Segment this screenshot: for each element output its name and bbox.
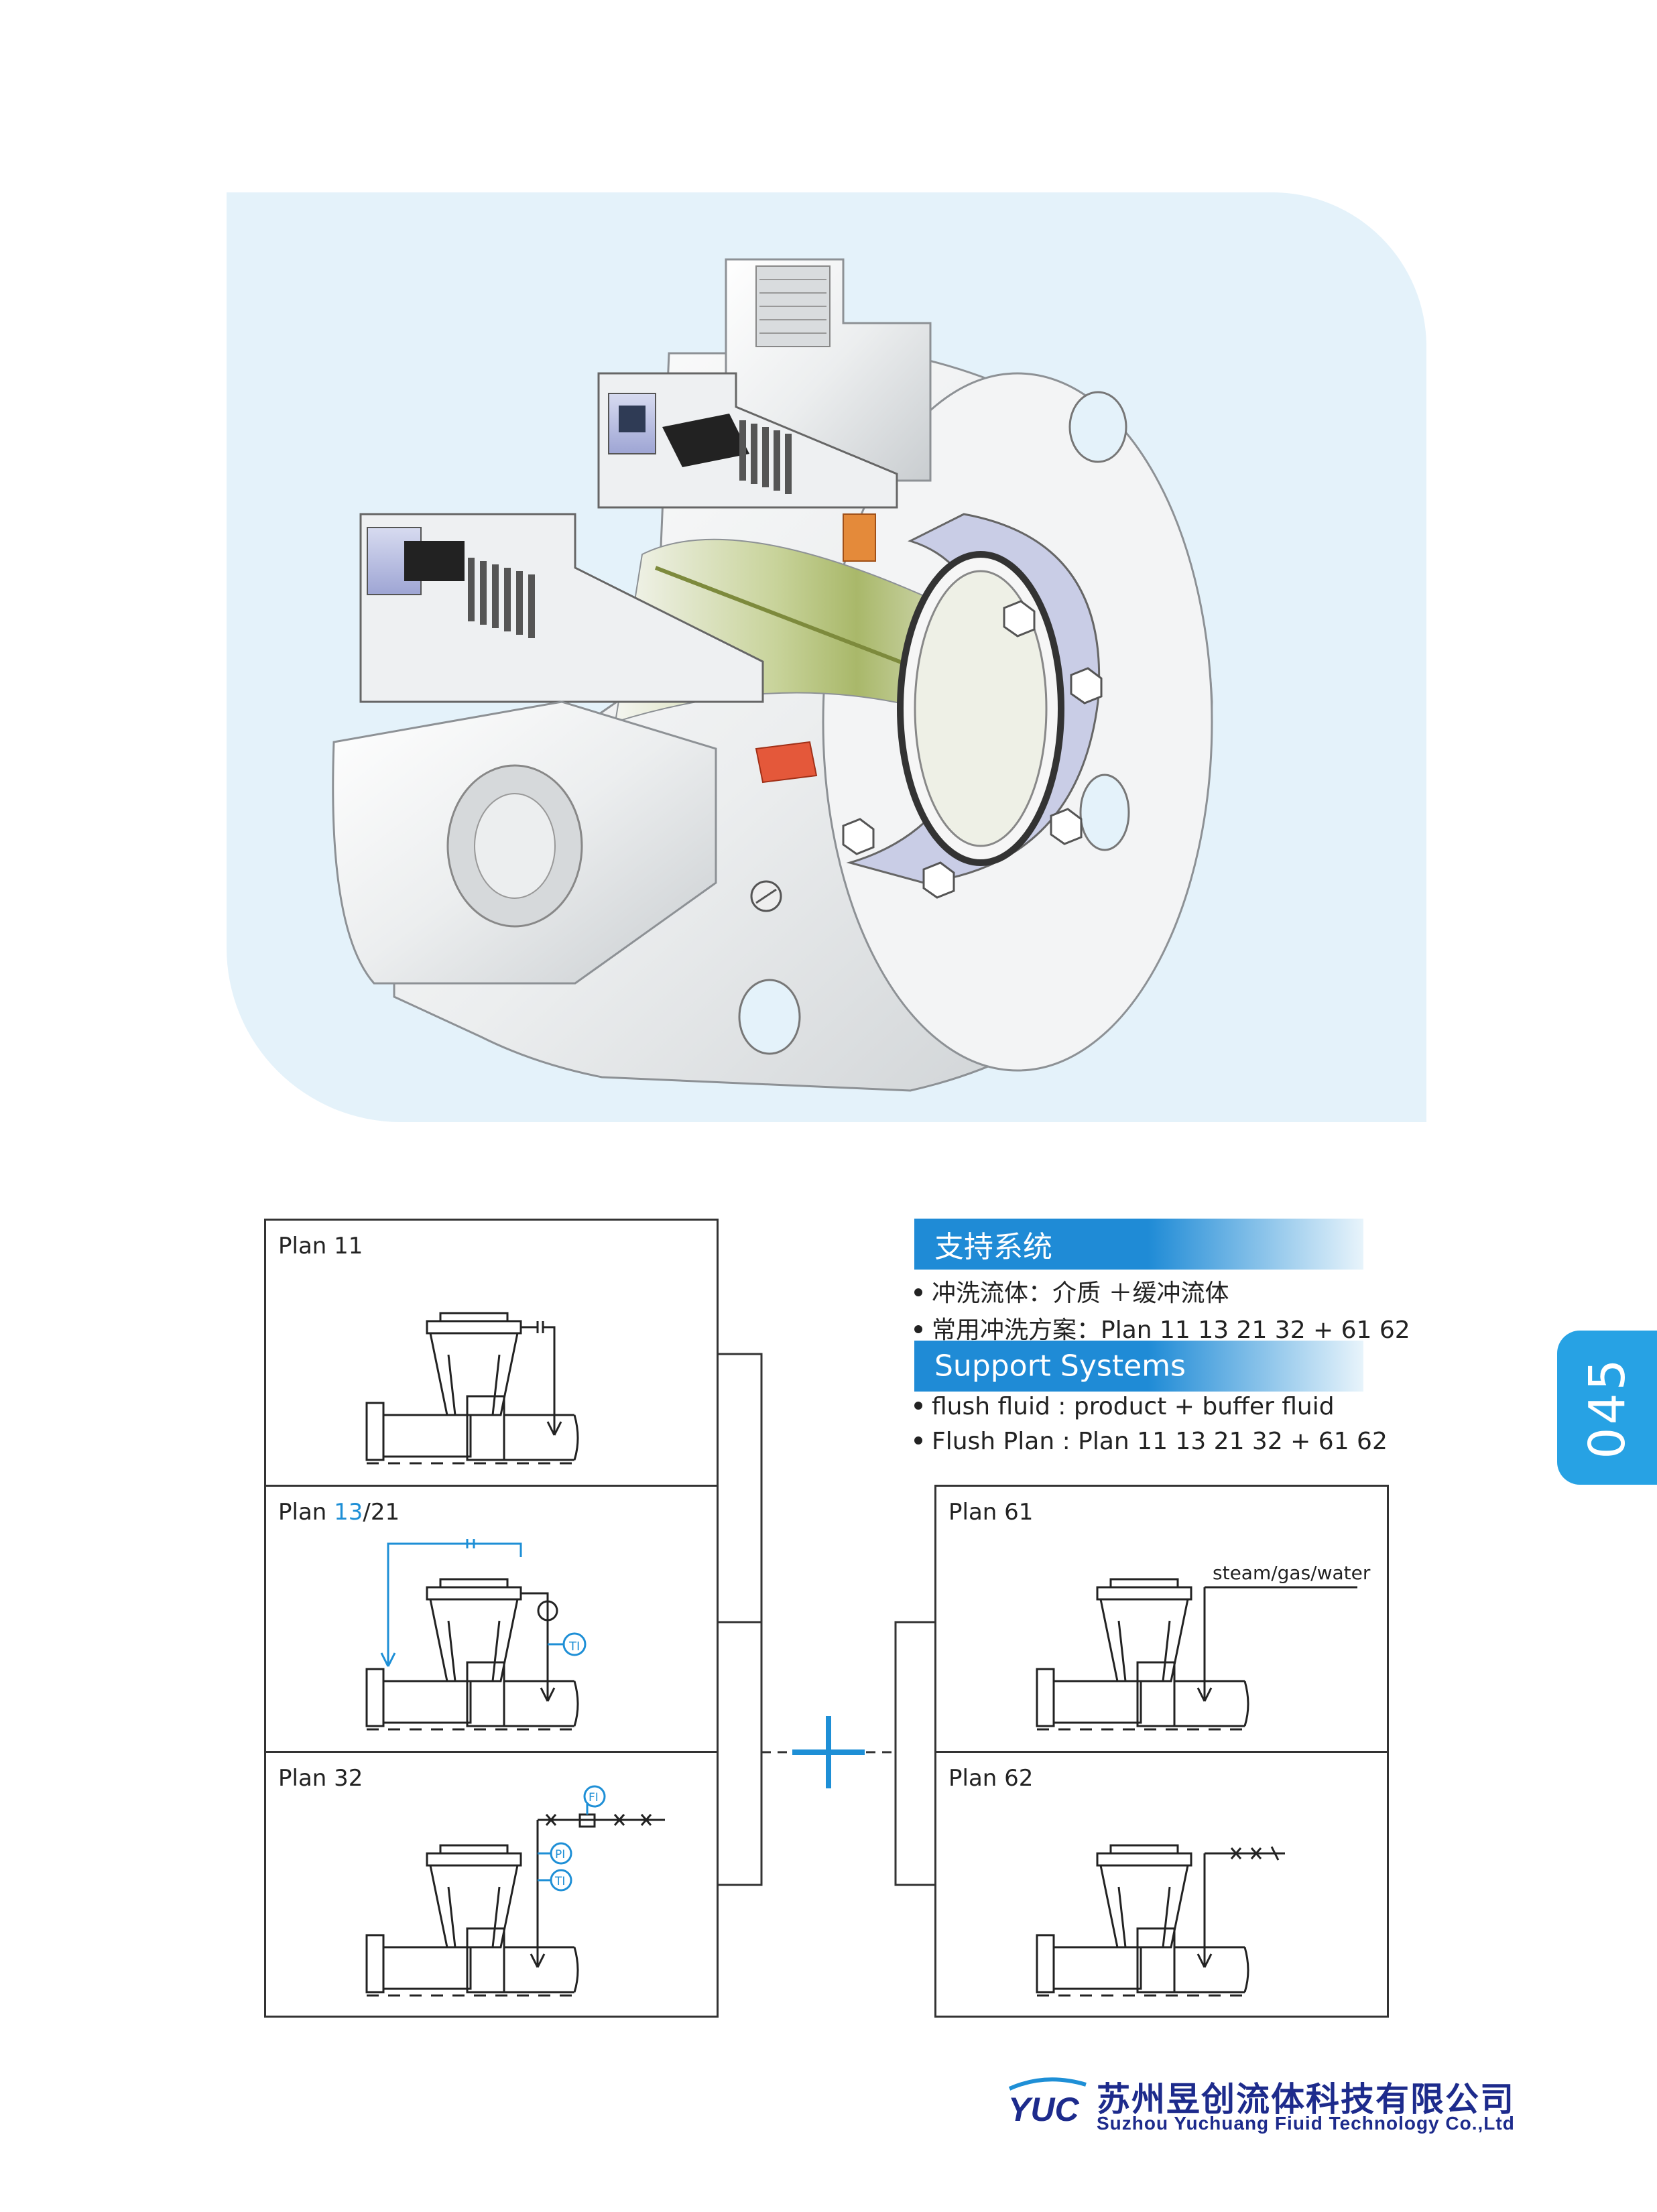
plus-icon bbox=[792, 1716, 865, 1788]
plan-11-diagram bbox=[365, 1312, 581, 1465]
hero-illustration-panel bbox=[227, 192, 1426, 1122]
plan-32-diagram: FI PI TI bbox=[365, 1785, 665, 1997]
plan-11-label: Plan 11 bbox=[278, 1233, 363, 1259]
company-name-cn: 苏州昱创流体科技有限公司 bbox=[1097, 2079, 1515, 2119]
svg-text:YUC: YUC bbox=[1008, 2091, 1079, 2128]
page-number-tab: 045 bbox=[1557, 1331, 1657, 1485]
plan-13-21-diagram: TI bbox=[365, 1539, 587, 1731]
support-heading-cn-band: 支持系统 bbox=[914, 1219, 1363, 1270]
support-bullet-cn-1: 冲洗流体：介质 ＋缓冲流体 bbox=[914, 1274, 1229, 1308]
plan-61-box: Plan 61 steam/gas/water bbox=[934, 1485, 1389, 1753]
support-heading-cn: 支持系统 bbox=[934, 1230, 1052, 1264]
seal-cutaway-illustration bbox=[332, 258, 1213, 1092]
support-bullet-en-1: flush fluid : product + buffer fluid bbox=[914, 1393, 1335, 1420]
yuc-logo-mark: YUC bbox=[1008, 2077, 1087, 2128]
plan-61-diagram: steam/gas/water bbox=[1036, 1562, 1371, 1731]
support-heading-en-band: Support Systems bbox=[914, 1341, 1363, 1392]
company-logo: YUC 苏州昱创流体科技有限公司 Suzhou Yuchuang Fiuid T… bbox=[1005, 2071, 1514, 2145]
plan-62-diagram bbox=[1036, 1844, 1285, 1997]
ti-tag: TI bbox=[568, 1640, 580, 1654]
ti-tag: TI bbox=[554, 1875, 565, 1888]
support-bullet-cn-2: 常用冲洗方案：Plan 11 13 21 32 + 61 62 bbox=[914, 1310, 1410, 1345]
plan-13-21-label: Plan 13/21 bbox=[278, 1499, 400, 1526]
plan-61-label: Plan 61 bbox=[948, 1499, 1034, 1526]
support-bullet-en-2: Flush Plan : Plan 11 13 21 32 + 61 62 bbox=[914, 1428, 1388, 1455]
plan-32-box: Plan 32 FI PI TI bbox=[264, 1751, 719, 2018]
fi-tag: FI bbox=[589, 1791, 599, 1804]
plan-62-label: Plan 62 bbox=[948, 1765, 1034, 1792]
plan-13-21-box: Plan 13/21 TI bbox=[264, 1485, 719, 1753]
plan-11-box: Plan 11 bbox=[264, 1219, 719, 1487]
pi-tag: PI bbox=[555, 1848, 565, 1861]
plan-32-label: Plan 32 bbox=[278, 1765, 363, 1792]
bypass-line bbox=[380, 1539, 587, 1667]
plan-61-annotation: steam/gas/water bbox=[1213, 1562, 1371, 1584]
company-name-en: Suzhou Yuchuang Fiuid Technology Co.,Ltd bbox=[1097, 2113, 1515, 2134]
support-heading-en: Support Systems bbox=[934, 1349, 1186, 1384]
plan-62-box: Plan 62 bbox=[934, 1751, 1389, 2018]
